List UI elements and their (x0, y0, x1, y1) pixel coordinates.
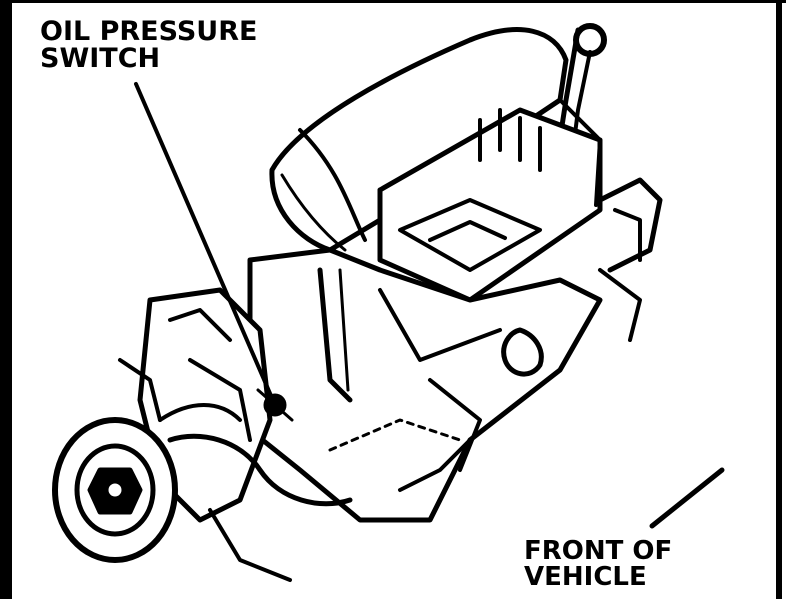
oil-pressure-switch-label-line1: OIL PRESSURE (40, 16, 258, 47)
frame-right-margin (786, 0, 796, 599)
oil-pressure-switch (256, 388, 294, 422)
frame-right-border (776, 0, 782, 599)
valve-cover (269, 27, 569, 253)
front-of-vehicle-arrow (649, 467, 725, 529)
front-of-vehicle-callout: FRONT OF VEHICLE (524, 538, 672, 590)
oil-switch-leader-line (134, 82, 274, 400)
frame-top-border (0, 0, 796, 3)
oil-pressure-switch-callout: OIL PRESSURE SWITCH (40, 18, 257, 72)
crankshaft-pulley (52, 417, 178, 563)
front-of-vehicle-label-line1: FRONT OF (524, 536, 673, 566)
right-brackets (597, 177, 663, 342)
front-of-vehicle-label-line2: VEHICLE (524, 562, 647, 592)
engine-block (247, 247, 603, 523)
oil-pressure-switch-label-line2: SWITCH (40, 43, 161, 74)
intake-manifold (377, 98, 603, 303)
belts-and-hoses (158, 403, 353, 582)
frame-left-border (0, 0, 12, 599)
